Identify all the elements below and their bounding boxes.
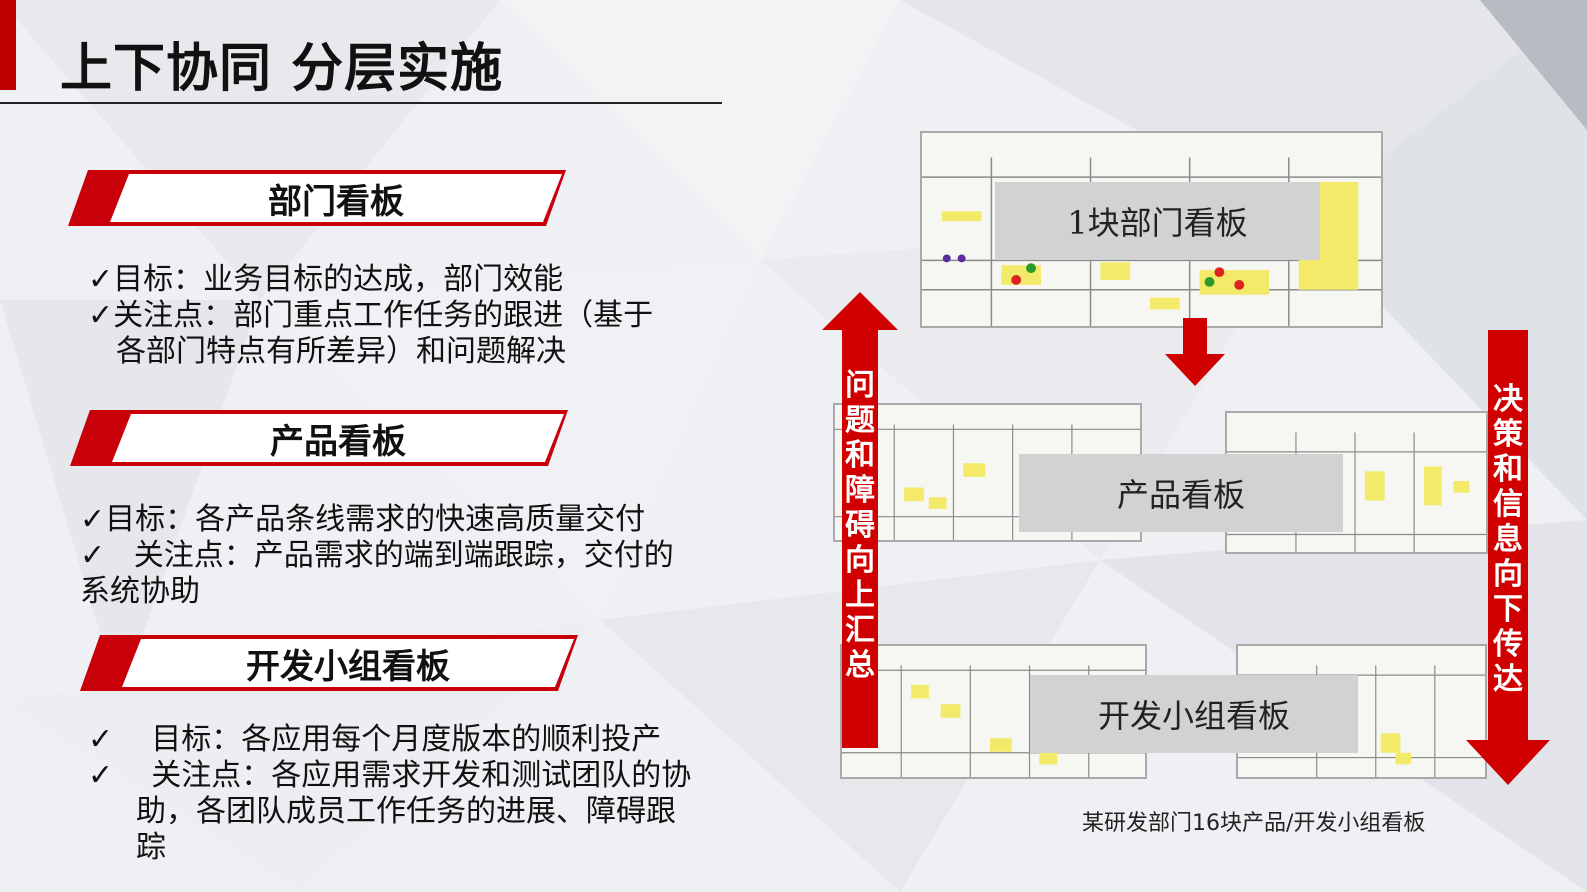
title-divider [0, 102, 722, 104]
section-header-product: 产品看板 [70, 410, 568, 466]
arrow-down-small-icon [1165, 318, 1225, 386]
department-board-label: 1块部门看板 [995, 182, 1320, 260]
bullet-line: ✓ 目标：各应用每个月度版本的顺利投产 [88, 722, 662, 757]
arrow-down-text: 决策和信息向下传达 [1493, 382, 1523, 697]
dev-board-photo-right [1236, 644, 1487, 779]
page-title: 上下协同 分层实施 [60, 39, 504, 99]
section-header-dev-team: 开发小组看板 [80, 635, 578, 691]
arrow-up-large-icon [822, 292, 898, 748]
bullet-line: 各部门特点有所差异）和问题解决 [116, 334, 566, 369]
section-title-dev-team: 开发小组看板 [122, 639, 574, 687]
arrow-down-large-icon [1466, 330, 1550, 785]
bullet-line: ✓目标：业务目标的达成，部门效能 [88, 262, 564, 297]
bullet-line: 踪 [136, 830, 166, 865]
arrow-up-text: 问题和障碍向上汇总 [845, 368, 875, 683]
section-title-department: 部门看板 [110, 174, 562, 222]
bullet-line: ✓ 关注点：各应用需求开发和测试团队的协 [88, 758, 692, 793]
section-title-product: 产品看板 [112, 414, 564, 462]
title-accent-bar [0, 0, 16, 90]
bullet-line: 助，各团队成员工作任务的进展、障碍跟 [136, 794, 676, 829]
product-board-label: 产品看板 [1019, 454, 1343, 532]
boards-caption: 某研发部门16块产品/开发小组看板 [1082, 811, 1426, 836]
bullet-line: 系统协助 [80, 574, 200, 609]
bullet-line: ✓关注点：部门重点工作任务的跟进（基于 [88, 298, 654, 333]
bullet-line: ✓目标：各产品条线需求的快速高质量交付 [80, 502, 646, 537]
dev-board-label: 开发小组看板 [1030, 675, 1358, 753]
section-bullets-department: ✓目标：业务目标的达成，部门效能 ✓关注点：部门重点工作任务的跟进（基于 各部门… [88, 262, 653, 370]
section-bullets-product: ✓目标：各产品条线需求的快速高质量交付 ✓ 关注点：产品需求的端到端跟踪，交付的… [80, 502, 674, 610]
section-bullets-dev-team: ✓ 目标：各应用每个月度版本的顺利投产 ✓ 关注点：各应用需求开发和测试团队的协… [88, 722, 691, 866]
bullet-line: ✓ 关注点：产品需求的端到端跟踪，交付的 [80, 538, 674, 573]
section-header-department: 部门看板 [68, 170, 566, 226]
